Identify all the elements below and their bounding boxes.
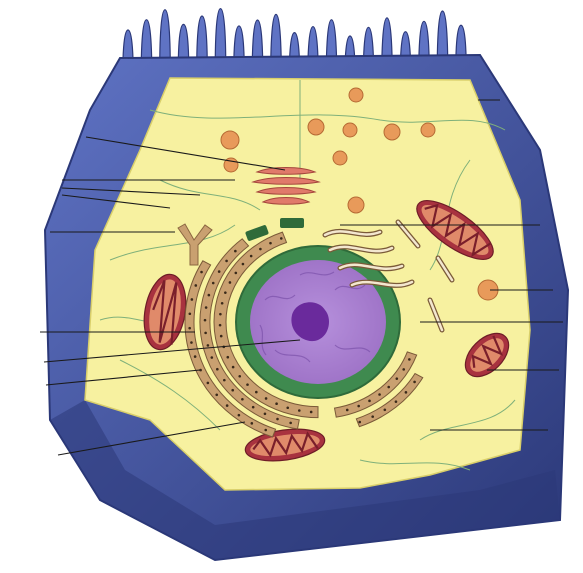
ribosome <box>211 356 214 359</box>
ribosome <box>231 389 234 392</box>
ribosome <box>208 294 211 297</box>
ribosome <box>219 313 222 316</box>
ribosome <box>384 408 387 411</box>
ribosome <box>255 391 258 394</box>
ribosome <box>413 381 416 384</box>
ribosome <box>264 412 267 415</box>
ribosome <box>408 358 411 361</box>
ribosome <box>194 284 197 287</box>
ribosome <box>216 368 219 371</box>
ribosome <box>220 335 223 338</box>
ribosome <box>194 355 197 358</box>
ribosome <box>395 400 398 403</box>
ribosome <box>218 270 221 273</box>
ribosome <box>204 332 207 335</box>
vesicle <box>333 151 347 165</box>
ribosome <box>387 386 390 389</box>
ribosome <box>275 402 278 405</box>
ribosome <box>241 398 244 401</box>
ribosome <box>252 406 255 409</box>
ribosome <box>280 237 283 240</box>
ribosome <box>378 393 381 396</box>
ribosome <box>219 324 222 327</box>
ribosome <box>276 418 279 421</box>
ribosome <box>224 291 227 294</box>
ribosome <box>289 422 292 425</box>
ribosome <box>242 263 245 266</box>
vesicle <box>349 88 363 102</box>
vesicle <box>421 123 435 137</box>
ribosome <box>189 312 192 315</box>
vesicle <box>384 124 400 140</box>
ribosome <box>346 409 349 412</box>
ribosome <box>251 422 254 425</box>
vesicle <box>348 197 364 213</box>
ribosome <box>223 379 226 382</box>
ribosome <box>190 341 193 344</box>
ribosome <box>215 393 218 396</box>
ribosome <box>191 298 194 301</box>
ribosome <box>310 411 313 414</box>
centriole <box>280 218 304 228</box>
ribosome <box>250 255 253 258</box>
vesicle <box>343 123 357 137</box>
ribosome <box>225 260 228 263</box>
ribosome <box>405 391 408 394</box>
ribosome <box>226 356 229 359</box>
ribosome <box>238 414 241 417</box>
ribosome <box>238 375 241 378</box>
ribosome <box>221 302 224 305</box>
ribosome <box>235 272 238 275</box>
ribosome <box>232 366 235 369</box>
ribosome <box>357 405 360 408</box>
ribosome <box>205 306 208 309</box>
ribosome <box>264 429 267 432</box>
ribosome <box>212 282 215 285</box>
ribosome <box>368 400 371 403</box>
vesicle <box>308 119 324 135</box>
ribosome <box>234 250 237 253</box>
ribosome <box>298 409 301 412</box>
ribosome <box>200 271 203 274</box>
ribosome <box>226 404 229 407</box>
ribosome <box>402 368 405 371</box>
ribosome <box>207 382 210 385</box>
ribosome <box>265 397 268 400</box>
ribosome <box>229 281 232 284</box>
ribosome <box>204 319 207 322</box>
ribosome <box>286 406 289 409</box>
ribosome <box>371 415 374 418</box>
vesicle <box>221 131 239 149</box>
ribosome <box>188 327 191 330</box>
ribosome <box>207 344 210 347</box>
ribosome <box>246 383 249 386</box>
ribosome <box>396 377 399 380</box>
ribosome <box>259 248 262 251</box>
ribosome <box>269 242 272 245</box>
ribosome <box>358 421 361 424</box>
